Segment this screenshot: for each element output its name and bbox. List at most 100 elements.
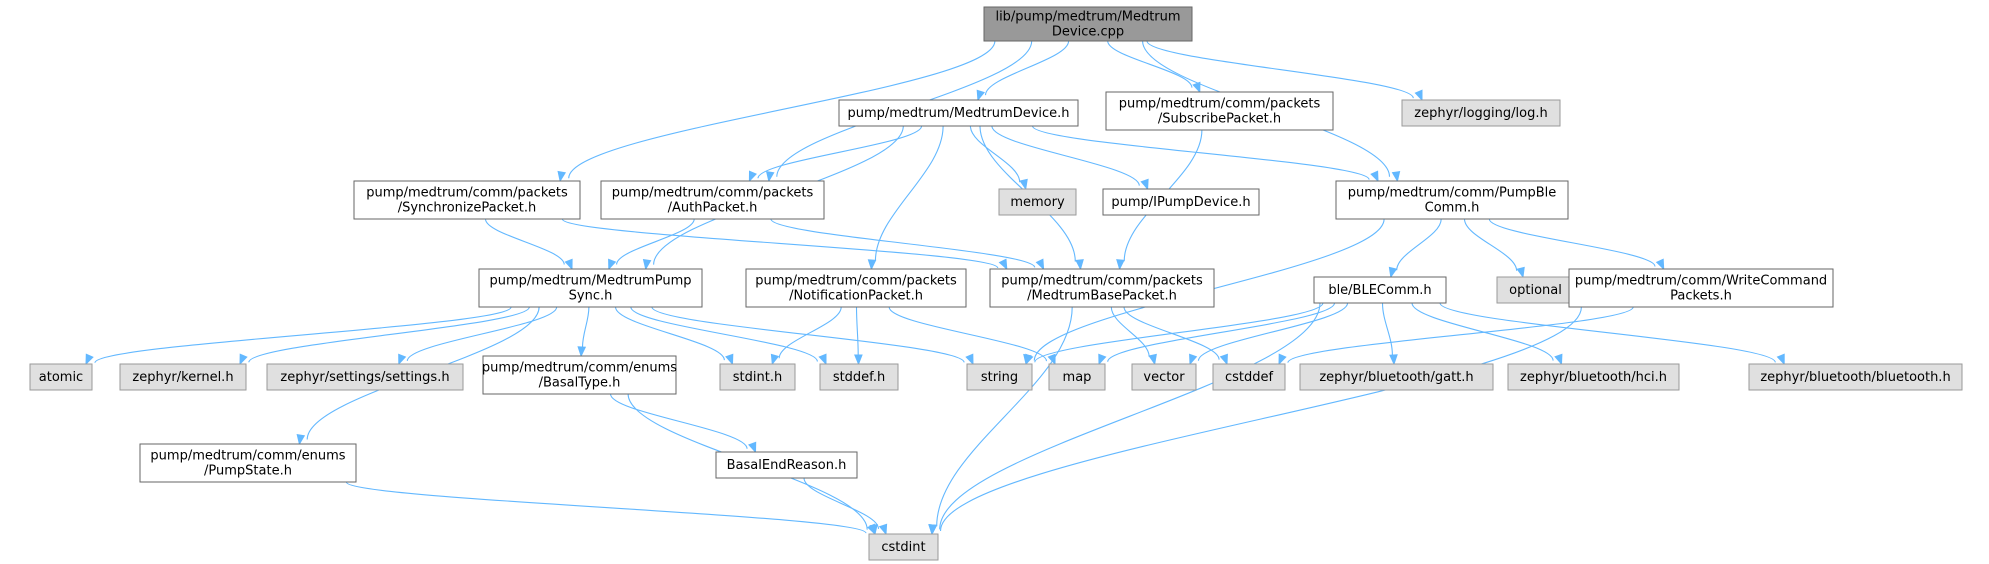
edge-line [939, 306, 1582, 532]
node-box [715, 451, 858, 479]
edge-line [248, 306, 530, 363]
node-box [1212, 363, 1286, 391]
node-box [1299, 363, 1494, 391]
node-cstddef: cstddef [1212, 363, 1286, 391]
edge-line [855, 306, 859, 356]
edge-synchronizepacket-to-pumpsync [484, 218, 573, 271]
node-basepacket[interactable]: pump/medtrum/comm/packets/MedtrumBasePac… [989, 268, 1215, 308]
node-label: memory [1010, 195, 1065, 210]
edge-blecomm-to-map [1098, 302, 1336, 366]
node-string: string [966, 363, 1033, 391]
node-label: Comm.h [1425, 201, 1480, 216]
edge-blecomm-to-gatt [1381, 302, 1398, 366]
node-box [478, 268, 703, 308]
node-synchronizepacket[interactable]: pump/medtrum/comm/packets/SynchronizePac… [353, 180, 581, 220]
arrowhead [1035, 258, 1045, 271]
arrowhead [1075, 259, 1084, 271]
node-label: zephyr/bluetooth/hci.h [1520, 370, 1667, 385]
node-label: map [1063, 370, 1092, 385]
edge-pumpsync-to-stddef_h [630, 306, 827, 366]
arrowhead [1098, 353, 1107, 366]
arrowhead [878, 523, 888, 536]
node-label: pump/medtrum/MedtrumDevice.h [847, 106, 1069, 121]
node-zephyr-settings: zephyr/settings/settings.h [266, 363, 464, 391]
node-box [819, 363, 899, 391]
node-medtrumdevice-h[interactable]: pump/medtrum/MedtrumDevice.h [838, 99, 1079, 127]
edge-line [1197, 302, 1349, 361]
node-label: vector [1143, 370, 1185, 385]
node-label: ble/BLEComm.h [1328, 283, 1431, 298]
node-atomic: atomic [29, 363, 93, 391]
edge-medtrumdevice_h-to-memory [969, 125, 1028, 191]
edge-root-to-subscribepacket [1107, 40, 1201, 94]
edge-line [406, 306, 558, 362]
edge-line [616, 218, 695, 265]
arrowhead [239, 353, 248, 366]
node-cstdint: cstdint [868, 533, 939, 561]
edge-pumpblecomm-to-optional [1463, 218, 1525, 279]
node-basaltype[interactable]: pump/medtrum/comm/enums/BasalType.h [482, 355, 677, 395]
node-authpacket[interactable]: pump/medtrum/comm/packets/AuthPacket.h [600, 180, 825, 220]
edge-line [874, 125, 944, 262]
node-label: stddef.h [833, 370, 885, 385]
node-label: pump/medtrum/comm/packets [366, 186, 568, 201]
edge-root-to-synchronizepacket [557, 40, 996, 183]
edge-line [1411, 302, 1554, 361]
edge-notificationpacket-to-stdint_h [770, 306, 842, 366]
node-notificationpacket[interactable]: pump/medtrum/comm/packets/NotificationPa… [745, 268, 967, 308]
node-label: pump/IPumpDevice.h [1111, 195, 1250, 210]
node-box [119, 363, 247, 391]
arrowhead [577, 346, 587, 358]
arrowhead [867, 259, 877, 271]
node-blecomm[interactable]: ble/BLEComm.h [1313, 276, 1447, 304]
node-label: atomic [39, 370, 83, 385]
edge-medtrumdevice_h-to-notificationpacket [867, 125, 944, 271]
arrowhead [1140, 178, 1149, 191]
node-label: zephyr/bluetooth/gatt.h [1319, 370, 1473, 385]
edge-line [888, 306, 1048, 362]
arrowhead [867, 523, 876, 536]
edge-line [803, 477, 880, 530]
node-map: map [1048, 363, 1106, 391]
node-basalendreason[interactable]: BasalEndReason.h [715, 451, 858, 479]
arrowhead [564, 258, 573, 271]
node-label: pump/medtrum/MedtrumPump [489, 274, 691, 289]
arrowhead [928, 524, 938, 536]
edge-basepacket-to-cstddef [1123, 306, 1228, 366]
edge-line [651, 306, 965, 363]
edge-pumpsync-to-stdint_h [614, 306, 734, 366]
arrowhead [1047, 353, 1056, 366]
edge-line [778, 306, 842, 359]
arrowhead [1219, 353, 1228, 366]
edge-pumpsync-to-zephyr_kernel [239, 306, 530, 366]
node-bluetooth: zephyr/bluetooth/bluetooth.h [1748, 363, 1963, 391]
node-label: pump/medtrum/comm/packets [755, 274, 957, 289]
edge-line [484, 218, 565, 265]
node-box [29, 363, 93, 391]
node-pumpstate[interactable]: pump/medtrum/comm/enums/PumpState.h [139, 443, 357, 483]
edge-line [94, 306, 512, 364]
edge-writecommand-to-cstdint [928, 306, 1582, 536]
node-root[interactable]: lib/pump/medtrum/MedtrumDevice.cpp [983, 6, 1193, 42]
edge-line [1034, 302, 1324, 363]
node-ipumpdevice[interactable]: pump/IPumpDevice.h [1102, 188, 1260, 216]
node-box [719, 363, 796, 391]
node-box [989, 268, 1215, 308]
edge-line [345, 481, 867, 534]
node-label: pump/medtrum/comm/WriteCommand [1575, 274, 1827, 289]
arrowhead [1554, 353, 1563, 366]
node-label: /BasalType.h [539, 376, 621, 391]
arrowhead [1516, 266, 1525, 279]
arrowhead [1776, 353, 1785, 366]
edge-line [1463, 218, 1518, 271]
node-box [1335, 180, 1569, 220]
arrowhead [1148, 353, 1157, 366]
arrowhead [1116, 259, 1125, 271]
edge-line [1396, 218, 1442, 271]
node-subscribepacket[interactable]: pump/medtrum/comm/packets/SubscribePacke… [1105, 91, 1334, 131]
node-label: pump/medtrum/comm/enums [482, 361, 677, 376]
node-label: pump/medtrum/comm/PumpBle [1348, 186, 1557, 201]
